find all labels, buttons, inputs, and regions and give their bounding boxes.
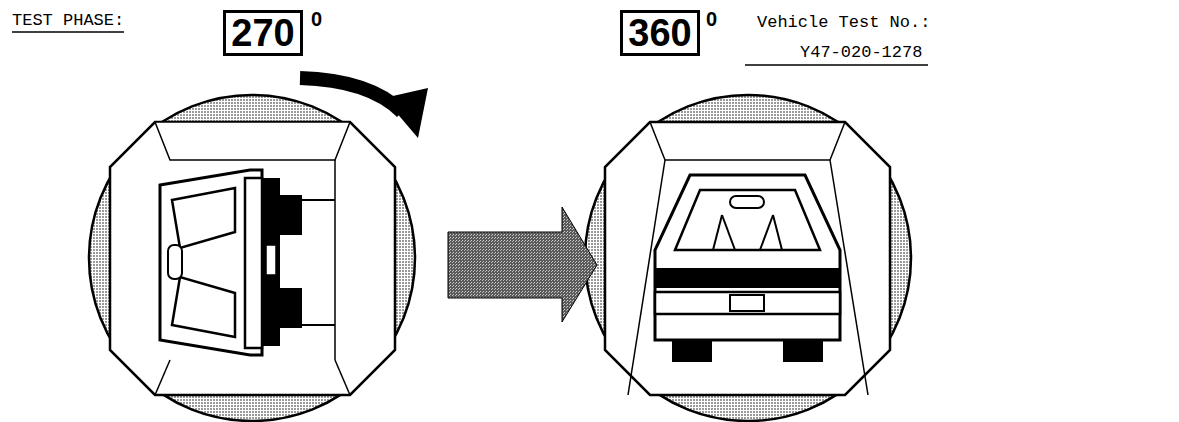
angle-value: 270 bbox=[231, 14, 294, 52]
angle-box: 2700 bbox=[223, 10, 303, 56]
underline bbox=[745, 64, 928, 66]
angle-box: 3600 bbox=[620, 10, 700, 56]
vehicle-on-side bbox=[89, 95, 415, 421]
vehicle-upright bbox=[585, 95, 911, 421]
text-label: Y47-020-1278 bbox=[800, 44, 922, 63]
degree-mark: 0 bbox=[706, 9, 717, 29]
rotation-arrow bbox=[300, 78, 428, 138]
transition-arrow bbox=[448, 207, 597, 322]
degree-mark: 0 bbox=[311, 9, 322, 29]
underline bbox=[12, 31, 124, 33]
text-label: Vehicle Test No.: bbox=[757, 14, 930, 33]
text-label: TEST PHASE: bbox=[12, 12, 124, 31]
angle-value: 360 bbox=[628, 14, 691, 52]
